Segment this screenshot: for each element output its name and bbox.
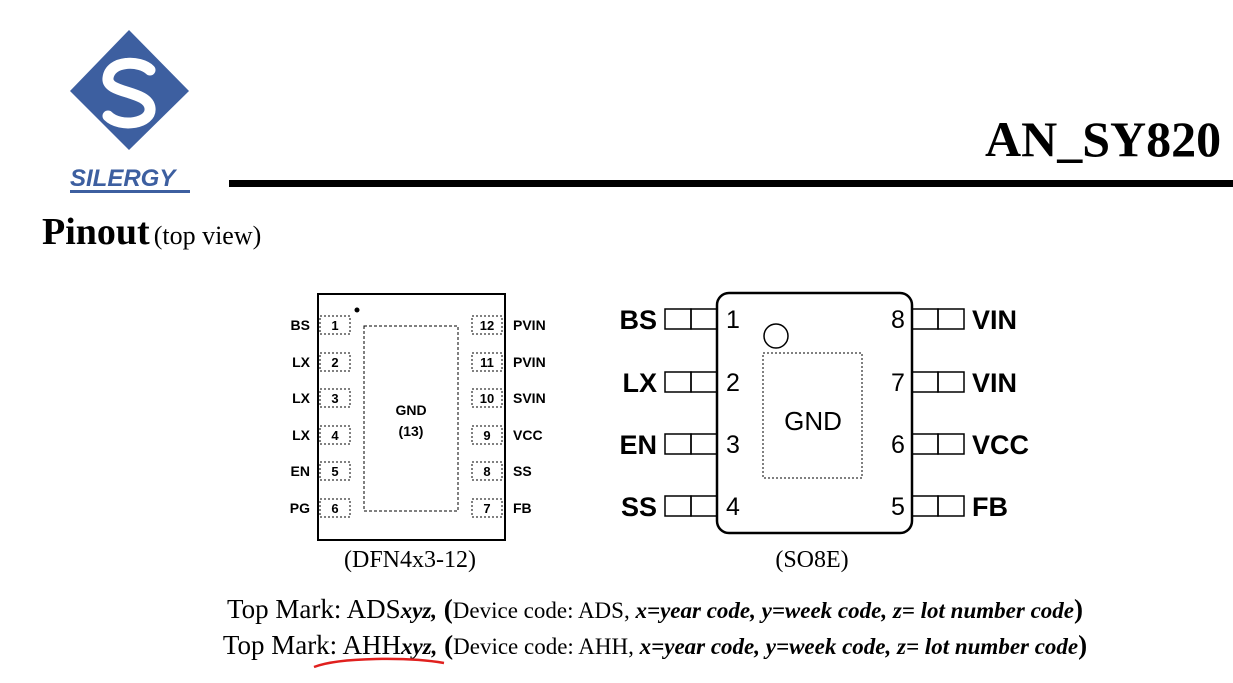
top-mark-suffix: xyz,: [400, 634, 438, 659]
so8-pin-number: 1: [726, 306, 740, 334]
top-mark-suffix: xyz,: [400, 598, 438, 623]
dfn-pin-name: SS: [513, 463, 532, 479]
silergy-logo: SILERGY: [70, 30, 190, 193]
dfn-gnd-pad: [363, 325, 459, 512]
so8-pin-name: FB: [972, 492, 1008, 522]
dfn-pin-name: VCC: [513, 427, 543, 443]
so8-pin-lead: [937, 371, 965, 393]
so8-pin-number: 7: [891, 369, 905, 397]
device-code: Device code: ADS,: [452, 598, 636, 623]
logo-s-icon: [102, 57, 156, 129]
device-code: Device code: AHH,: [453, 634, 640, 659]
dfn-pin-name: BS: [291, 317, 310, 333]
so8-gnd-pad: [762, 352, 863, 479]
dfn-pin-name: PG: [290, 500, 310, 516]
section-title: Pinout: [42, 211, 150, 253]
top-mark-line-1: Top Mark: ADSxyz, (Device code: ADS, x=y…: [0, 594, 1233, 625]
pin1-dot: [354, 307, 360, 313]
dfn-pin-name: FB: [513, 500, 532, 516]
so8-pin-lead: [664, 308, 692, 330]
so8-pin-lead: [937, 495, 965, 517]
dfn-gnd-label: GND: [395, 402, 426, 418]
paren: (: [437, 630, 454, 660]
so8-package-body: [715, 291, 914, 535]
so8-pin-lead: [690, 433, 718, 455]
dfn-pin-number: 6: [331, 501, 338, 516]
so8-pin-lead: [664, 495, 692, 517]
dfn-pin-name: LX: [292, 354, 311, 370]
dfn-pin-number: 5: [331, 464, 338, 479]
top-mark-code: AHH: [342, 630, 401, 660]
dfn-pin-number: 9: [483, 428, 490, 443]
section-subtitle: (top view): [153, 221, 262, 250]
pin1-marker: [763, 323, 789, 349]
dfn-pin-number: 1: [331, 318, 338, 333]
so8-pin-number: 2: [726, 369, 740, 397]
dfn-pin-name: LX: [292, 390, 311, 406]
so8-pin-lead: [911, 371, 939, 393]
so8-pin-name: BS: [619, 305, 657, 335]
so8-pin-lead: [690, 495, 718, 517]
paren: ): [1074, 594, 1083, 624]
so8-pin-name: VIN: [972, 305, 1017, 335]
so8-pin-lead: [911, 495, 939, 517]
so8-pin-number: 4: [726, 493, 740, 521]
so8-pin-lead: [664, 371, 692, 393]
dfn-pin-number: 3: [331, 391, 338, 406]
so8-pin-number: 3: [726, 431, 740, 459]
red-underline-annotation: [313, 657, 445, 669]
dfn-pin-name: PVIN: [513, 354, 546, 370]
so8-pin-lead: [911, 433, 939, 455]
so8-pin-name: EN: [619, 430, 657, 460]
so8-gnd-label: GND: [784, 406, 842, 436]
dfn-package-body: [317, 293, 506, 541]
logo-text: SILERGY: [70, 165, 177, 192]
dfn-pin-number: 4: [331, 428, 339, 443]
header-rule: [229, 180, 1233, 187]
logo-underline: [70, 190, 190, 193]
so8-pin-lead: [690, 371, 718, 393]
top-mark-code: ADS: [346, 594, 401, 624]
dfn-gnd-num: (13): [399, 423, 424, 439]
dfn-caption: (DFN4x3-12): [344, 547, 476, 573]
so8-pin-lead: [690, 308, 718, 330]
dfn-pin-name: LX: [292, 427, 311, 443]
so8-pin-lead: [937, 308, 965, 330]
dfn-pin-name: PVIN: [513, 317, 546, 333]
so8-pin-lead: [937, 433, 965, 455]
dfn-pin-number: 12: [480, 318, 494, 333]
code-description: x=year code, y=week code, z= lot number …: [639, 634, 1079, 659]
so8-caption: (SO8E): [775, 547, 849, 573]
so8-pin-name: SS: [621, 492, 657, 522]
dfn-pin-number: 7: [483, 501, 490, 516]
dfn-pin-number: 10: [480, 391, 494, 406]
paren: (: [437, 594, 453, 624]
section-heading: Pinout (top view): [42, 210, 261, 254]
so8-pin-lead: [911, 308, 939, 330]
dfn-pin-number: 8: [483, 464, 490, 479]
top-mark-prefix: Top Mark:: [222, 630, 343, 660]
dfn-pin-name: EN: [291, 463, 310, 479]
dfn-pin-name: SVIN: [513, 390, 546, 406]
so8-pin-name: LX: [622, 368, 657, 398]
so8-pin-name: VCC: [972, 430, 1029, 460]
code-description: x=year code, y=week code, z= lot number …: [635, 598, 1074, 623]
dfn-pin-number: 11: [480, 355, 494, 370]
so8-pin-number: 5: [891, 493, 905, 521]
top-mark-prefix: Top Mark:: [226, 594, 347, 624]
document-title: AN_SY820: [985, 111, 1222, 167]
top-mark-line-2: Top Mark: AHHxyz, (Device code: AHH, x=y…: [0, 630, 1233, 661]
so8-pin-lead: [664, 433, 692, 455]
so8-pin-name: VIN: [972, 368, 1017, 398]
so8-pin-number: 8: [891, 306, 905, 334]
dfn-pin-number: 2: [331, 355, 338, 370]
paren: ): [1078, 630, 1088, 660]
so8-pin-number: 6: [891, 431, 905, 459]
